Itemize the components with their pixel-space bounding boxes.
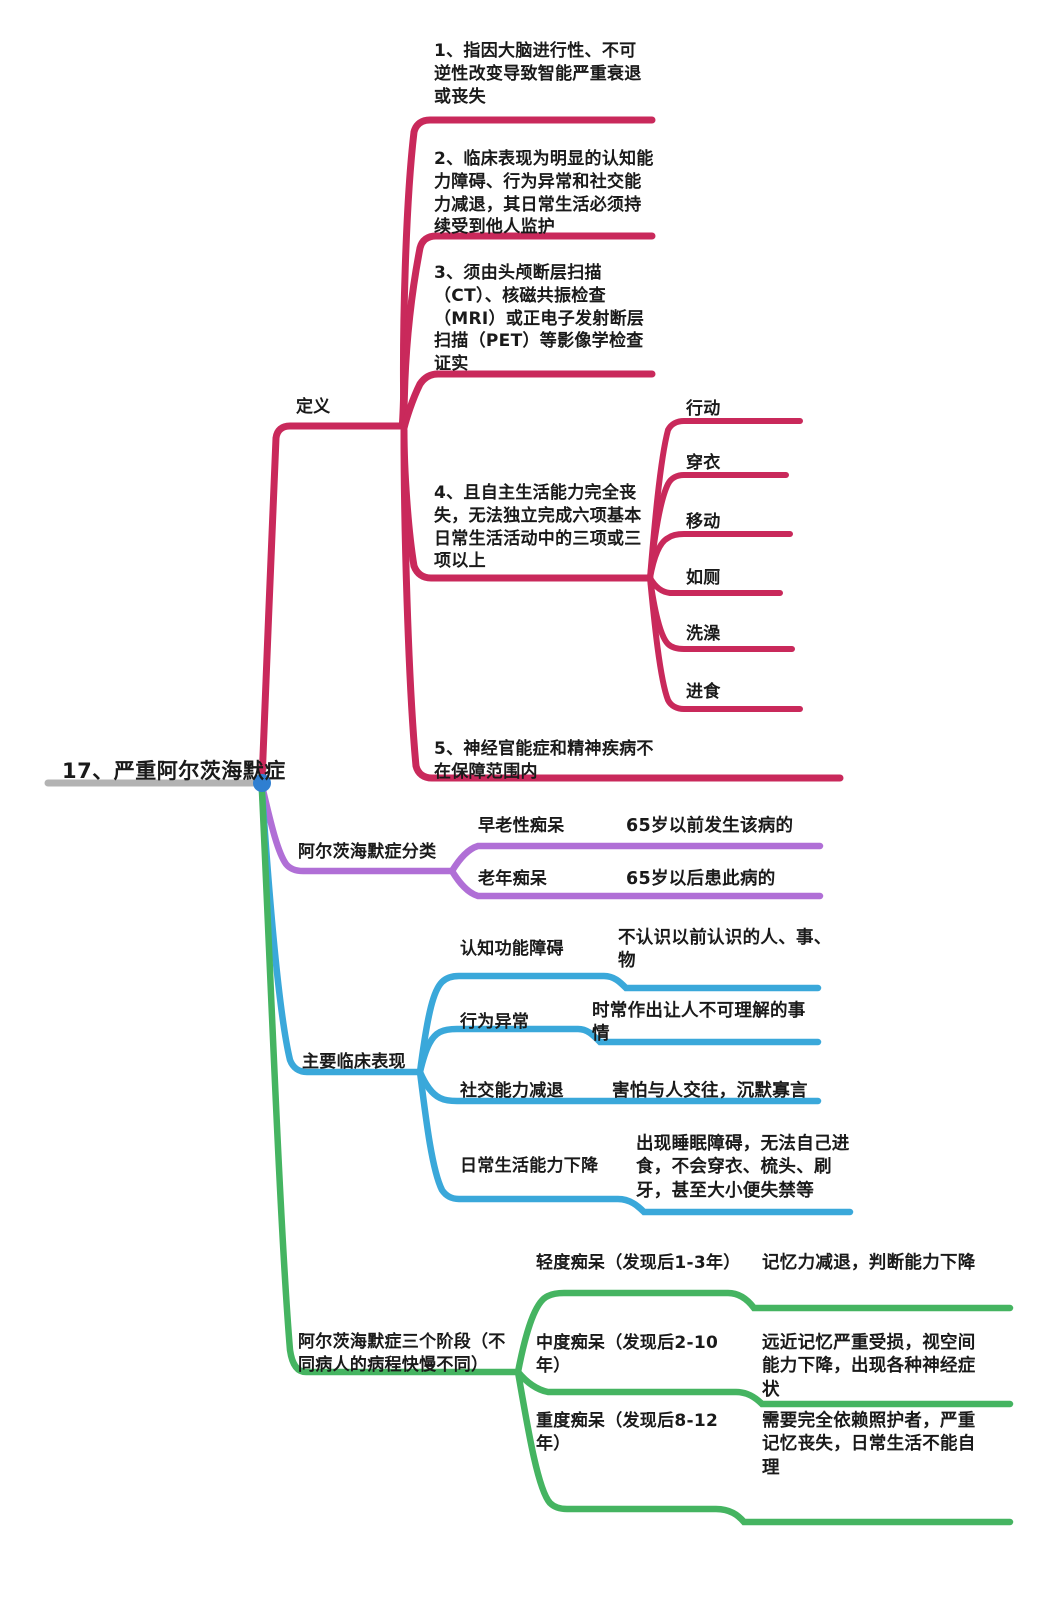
definition-spine xyxy=(398,326,408,430)
stages-item-1-detail[interactable]: 记忆力减退，判断能力下降 xyxy=(762,1253,976,1273)
definition-item-5-label[interactable]: 5、神经官能症和精神疾病不在保障范围内 xyxy=(434,739,654,782)
adl-item-3-label[interactable]: 移动 xyxy=(686,512,721,532)
stages-item-1-label[interactable]: 轻度痴呆（发现后1-3年） xyxy=(536,1253,741,1273)
stages-item-2-detail[interactable]: 远近记忆严重受损，视空间能力下降，出现各种神经症状 xyxy=(762,1333,976,1400)
branch-label-clinical[interactable]: 主要临床表现 xyxy=(302,1052,406,1072)
clinical-item-2-label[interactable]: 行为异常 xyxy=(460,1012,530,1032)
branch-label-stages[interactable]: 阿尔茨海默症三个阶段（不同病人的病程快慢不同） xyxy=(298,1332,506,1375)
clinical-item-4-label[interactable]: 日常生活能力下降 xyxy=(460,1156,599,1176)
classification-item-1-detail[interactable]: 65岁以前发生该病的 xyxy=(626,816,794,836)
clinical-trunk xyxy=(258,786,424,1076)
stages-item-2-label[interactable]: 中度痴呆（发现后2-10年） xyxy=(536,1333,719,1376)
definition-item-3-label[interactable]: 3、须由头颅断层扫描（CT）、核磁共振检查（MRI）或正电子发射断层扫描（PET… xyxy=(434,263,645,375)
classification-item-2-label[interactable]: 老年痴呆 xyxy=(478,869,548,889)
classification-item-2-detail[interactable]: 65岁以后患此病的 xyxy=(626,869,776,889)
clinical-item-1-detail[interactable]: 不认识以前认识的人、事、物 xyxy=(618,928,832,972)
clinical-item-2-detail[interactable]: 时常作出让人不可理解的事情 xyxy=(592,1001,806,1045)
branch-label-classification[interactable]: 阿尔茨海默症分类 xyxy=(298,842,437,862)
definition-item-2-label[interactable]: 2、临床表现为明显的认知能力障碍、行为异常和社交能力减退，其日常生活必须持续受到… xyxy=(434,149,654,238)
stages-item-3-detail[interactable]: 需要完全依赖照护者，严重记忆丧失，日常生活不能自理 xyxy=(762,1411,976,1478)
adl-item-6-connector xyxy=(647,575,803,712)
definition-trunk xyxy=(258,422,406,785)
adl-item-1-label[interactable]: 行动 xyxy=(686,399,721,419)
adl-item-6-label[interactable]: 进食 xyxy=(686,682,721,702)
clinical-item-4-detail[interactable]: 出现睡眠障碍，无法自己进食，不会穿衣、梳头、刷牙，甚至大小便失禁等 xyxy=(636,1134,850,1201)
adl-item-5-connector xyxy=(647,575,795,652)
adl-item-2-label[interactable]: 穿衣 xyxy=(686,453,721,473)
adl-item-1-connector xyxy=(647,418,803,581)
branch-label-definition[interactable]: 定义 xyxy=(296,397,331,417)
clinical-item-1-label[interactable]: 认知功能障碍 xyxy=(460,939,564,959)
adl-item-4-label[interactable]: 如厕 xyxy=(686,568,721,588)
stages-item-3-label[interactable]: 重度痴呆（发现后8-12年） xyxy=(536,1411,719,1454)
clinical-item-3-detail[interactable]: 害怕与人交往，沉默寡言 xyxy=(612,1081,808,1101)
definition-item-4-label[interactable]: 4、且自主生活能力完全丧失，无法独立完成六项基本日常生活活动中的三项或三项以上 xyxy=(434,483,642,572)
definition-item-3-connector xyxy=(400,370,656,432)
definition-item-1-label[interactable]: 1、指因大脑进行性、不可逆性改变导致智能严重衰退或丧失 xyxy=(434,41,642,107)
clinical-item-3-label[interactable]: 社交能力减退 xyxy=(460,1081,564,1101)
root-label[interactable]: 17、严重阿尔茨海默症 xyxy=(62,759,286,783)
adl-item-5-label[interactable]: 洗澡 xyxy=(686,624,721,644)
classification-item-1-label[interactable]: 早老性痴呆 xyxy=(478,816,565,836)
